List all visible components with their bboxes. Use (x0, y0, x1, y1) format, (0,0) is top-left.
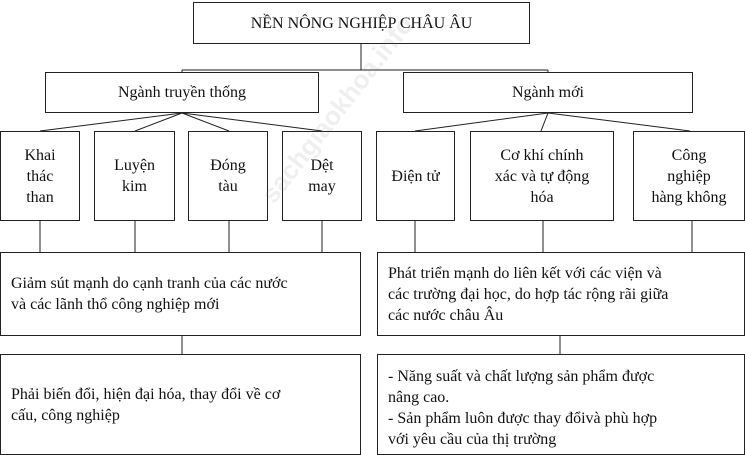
root-title: NỀN NÔNG NGHIỆP CHÂU ÂU (250, 14, 473, 32)
traditional-item-box: Khai thác than (0, 131, 80, 221)
traditional-effect-text: Giảm sút mạnh do cạnh tranh của các nước… (11, 275, 288, 313)
new-branch-label: Ngành mới (511, 84, 584, 101)
root-title-box: NỀN NÔNG NGHIỆP CHÂU ÂU (193, 2, 530, 44)
new-item-label: Điện tử (391, 167, 440, 185)
traditional-branch-label: Ngành truyền thống (118, 84, 246, 101)
new-item-box: Điện tử (376, 131, 455, 221)
traditional-branch-box: Ngành truyền thống (45, 72, 319, 113)
new-effect-box: Phát triển mạnh do liên kết với các viện… (377, 252, 745, 336)
new-effect-text: Phát triển mạnh do liên kết với các viện… (388, 264, 669, 324)
traditional-item-label: Luyện kim (114, 157, 155, 195)
traditional-outcome-text: Phải biến đổi, hiện đại hóa, thay đổi về… (11, 385, 281, 424)
new-item-box: Công nghiệp hàng không (633, 131, 745, 221)
new-outcome-box: - Năng suất và chất lượng sản phẩm được … (377, 354, 745, 455)
traditional-item-label: Dệt may (308, 157, 336, 195)
new-item-label: Cơ khí chính xác và tự động hóa (494, 146, 590, 206)
new-outcome-text: - Năng suất và chất lượng sản phẩm được … (388, 367, 658, 448)
new-item-label: Công nghiệp hàng không (651, 146, 727, 206)
traditional-item-box: Dệt may (282, 131, 362, 221)
traditional-item-box: Luyện kim (94, 131, 175, 221)
new-branch-box: Ngành mới (403, 72, 693, 113)
traditional-item-label: Đóng tàu (210, 157, 246, 195)
new-item-box: Cơ khí chính xác và tự động hóa (470, 131, 614, 221)
traditional-item-label: Khai thác than (24, 146, 56, 206)
traditional-outcome-box: Phải biến đổi, hiện đại hóa, thay đổi về… (0, 354, 361, 455)
traditional-item-box: Đóng tàu (188, 131, 268, 221)
traditional-effect-box: Giảm sút mạnh do cạnh tranh của các nước… (0, 252, 361, 336)
